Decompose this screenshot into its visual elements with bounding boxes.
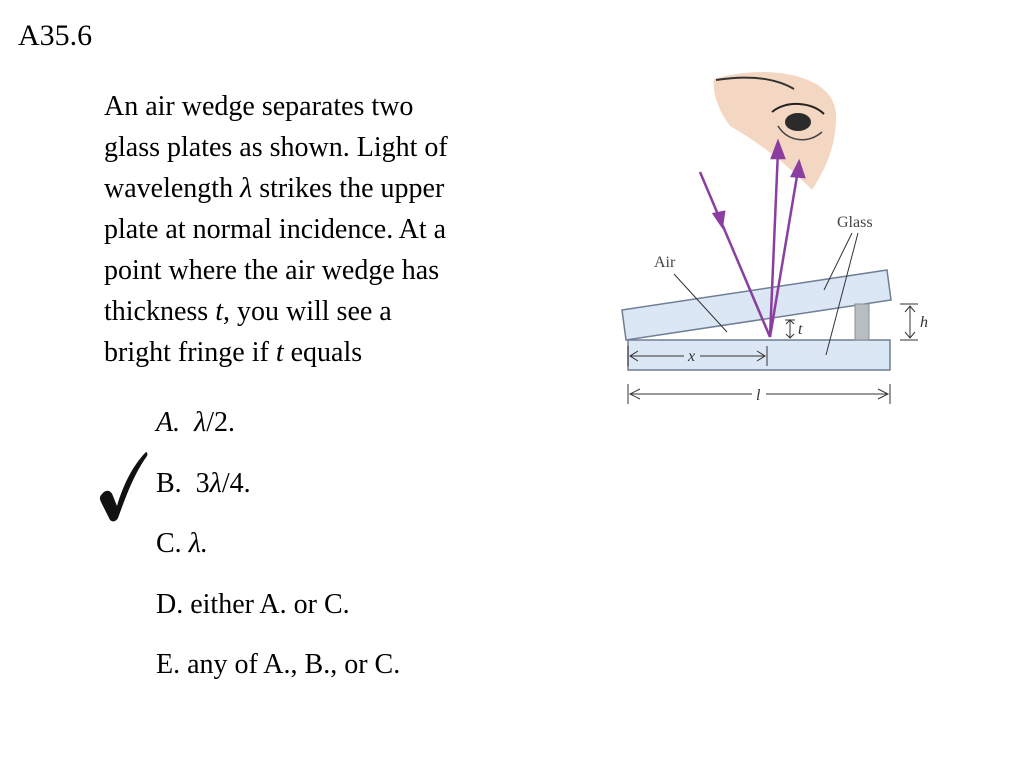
upper-eyelid [771, 103, 825, 115]
question-line: plate at normal incidence. At a [104, 209, 544, 250]
option-b[interactable]: B. 3λ/4. [156, 466, 400, 502]
option-c[interactable]: C. λ. [156, 526, 400, 562]
text-segment: thickness [104, 296, 216, 327]
h-dimension [900, 303, 918, 341]
text-segment: /4. [221, 467, 251, 499]
h-label: h [920, 314, 928, 331]
question-line: point where the air wedge has [104, 250, 544, 291]
checkmark-icon [99, 452, 148, 522]
italic-text: λ. [188, 528, 208, 559]
text-segment: bright fringe if [104, 337, 276, 368]
t-dimension [785, 319, 795, 339]
eye-illustration [713, 72, 837, 190]
face-patch [713, 72, 837, 190]
question-text: An air wedge separates two glass plates … [104, 86, 544, 373]
question-line: thickness t, you will see a [104, 291, 544, 332]
option-e[interactable]: E. any of A., B., or C. [156, 647, 400, 683]
question-line: glass plates as shown. Light of [104, 127, 544, 168]
pupil [785, 113, 811, 131]
light-rays [698, 138, 806, 338]
air-label-group: Air [654, 254, 728, 333]
text-segment: strikes the upper [252, 173, 445, 204]
italic-text: λ [240, 173, 253, 204]
text-segment [180, 407, 194, 438]
question-line: wavelength λ strikes the upper [104, 168, 544, 209]
l-label: l [756, 387, 761, 404]
text-segment: plate at normal incidence. At a [104, 214, 447, 245]
reflected-ray-2-arrow [790, 158, 806, 179]
italic-text: λ [194, 407, 207, 438]
text-segment: An air wedge separates two [104, 91, 414, 122]
reflected-ray-1-arrow [770, 138, 786, 160]
glass-label-group: Glass [823, 214, 873, 356]
lower-eyelid [777, 125, 823, 141]
text-segment: B. 3 [156, 467, 210, 499]
x-dimension [627, 346, 768, 366]
text-segment: wavelength [104, 173, 241, 204]
eyebrow [715, 76, 795, 90]
text-segment: D. either A. or C. [156, 588, 350, 620]
air-label: Air [654, 254, 676, 271]
italic-text: λ [209, 467, 222, 499]
reflected-ray-2 [768, 169, 800, 338]
incident-ray-arrow [711, 210, 726, 230]
question-line: An air wedge separates two [104, 86, 544, 127]
spacer-post [854, 303, 870, 341]
t-label: t [798, 321, 803, 338]
text-segment: /2. [206, 407, 236, 438]
glass-label: Glass [837, 214, 873, 231]
text-segment: glass plates as shown. Light of [104, 132, 448, 163]
italic-text: t [275, 337, 284, 368]
air-wedge-diagram: Glass Air t h x l [621, 72, 928, 404]
option-d[interactable]: D. either A. or C. [156, 587, 400, 623]
option-a[interactable]: A. λ/2. [156, 405, 400, 441]
text-segment: E. any of A., B., or C. [156, 649, 401, 680]
incident-ray [698, 171, 772, 338]
text-segment: C. [156, 528, 189, 559]
answer-options: A. λ/2. B. 3λ/4. C. λ. D. either A. or C… [156, 405, 400, 708]
question-line: bright fringe if t equals [104, 332, 544, 373]
italic-text: t [215, 296, 223, 327]
slide-id: A35.6 [18, 19, 93, 52]
text-segment: point where the air wedge has [104, 255, 440, 286]
lower-plate [627, 339, 891, 371]
text-segment: , you will see a [223, 296, 392, 327]
text-segment: equals [283, 337, 363, 368]
x-label: x [687, 348, 695, 365]
reflected-ray-1 [768, 149, 780, 338]
l-dimension [627, 384, 891, 404]
italic-text: A. [156, 407, 181, 438]
